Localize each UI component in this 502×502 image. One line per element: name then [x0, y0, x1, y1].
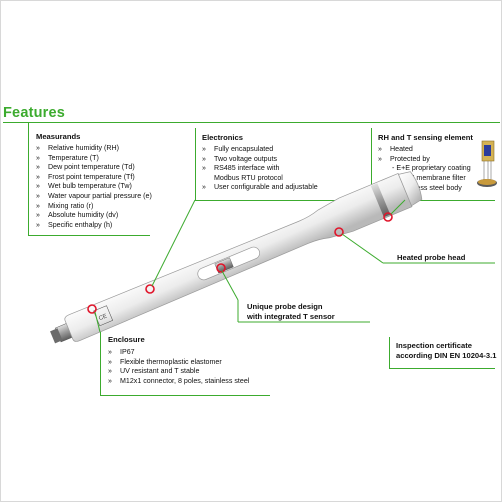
list-item: »Specific enthalpy (h): [36, 220, 113, 229]
sensing-sub-item: - PTFE membrane filter: [392, 174, 466, 182]
sensing-title: RH and T sensing element: [378, 133, 473, 142]
list-item: »Frost point temperature (Tf): [36, 172, 135, 181]
list-item: »Fully encapsulated: [202, 145, 274, 153]
enclosure-list: »IP67 »Flexible thermoplastic elastomer …: [108, 348, 249, 386]
list-item: »Flexible thermoplastic elastomer: [108, 357, 222, 366]
probe-design-label: Unique probe design with integrated T se…: [247, 302, 335, 321]
electronics-list: »Fully encapsulated »Two voltage outputs…: [202, 145, 318, 193]
certificate-label: Inspection certificate according DIN EN …: [396, 341, 497, 360]
leader-heated-head: [341, 233, 384, 264]
heated-probe-head-label: Heated probe head: [397, 253, 466, 262]
list-item: »Heated: [378, 145, 413, 153]
svg-text:CE: CE: [98, 314, 108, 323]
list-item: »Two voltage outputs: [202, 154, 278, 163]
list-item: »Wet bulb temperature (Tw): [36, 182, 132, 191]
list-item: »Relative humidity (RH): [36, 144, 119, 152]
list-item: »UV resistant and T stable: [108, 367, 200, 376]
heading-divider: [3, 122, 500, 123]
enclosure-title: Enclosure: [108, 335, 145, 344]
features-heading: Features: [3, 105, 66, 121]
marker-sensing-element: [383, 212, 393, 222]
list-item: »M12x1 connector, 8 poles, stainless ste…: [108, 376, 250, 385]
marker-enclosure: [87, 304, 97, 314]
sensor-chip-image: [477, 140, 497, 187]
list-item: »RS485 interface with: [202, 164, 280, 173]
list-item: »Temperature (T): [36, 153, 99, 162]
sensing-list: »Heated »Protected by: [378, 145, 430, 164]
marker-heated-head: [334, 227, 344, 237]
list-item: »Absolute humidity (dv): [36, 211, 119, 220]
list-item: »Water vapour partial pressure (e): [36, 191, 152, 200]
marker-electronics: [145, 284, 155, 294]
list-item: »IP67: [108, 348, 135, 356]
list-item: Modbus RTU protocol: [214, 173, 283, 182]
measurands-list: »Relative humidity (RH) »Temperature (T)…: [36, 144, 152, 230]
list-item: »Mixing ratio (r): [36, 201, 94, 210]
measurands-title: Measurands: [36, 132, 81, 141]
list-item: »Dew point temperature (Td): [36, 163, 135, 172]
sensing-sub-item: on stainless steel body: [390, 184, 462, 192]
leader-sensing: [390, 199, 406, 215]
marker-t-sensor: [216, 263, 226, 273]
sensing-sub-item: - E+E proprietary coating: [392, 164, 471, 172]
leader-t-sensor: [221, 270, 239, 301]
leader-electronics: [151, 199, 196, 287]
leader-enclosure: [94, 311, 101, 333]
electronics-title: Electronics: [202, 133, 243, 142]
list-item: »User configurable and adjustable: [202, 183, 318, 192]
list-item: »Protected by: [378, 154, 430, 163]
